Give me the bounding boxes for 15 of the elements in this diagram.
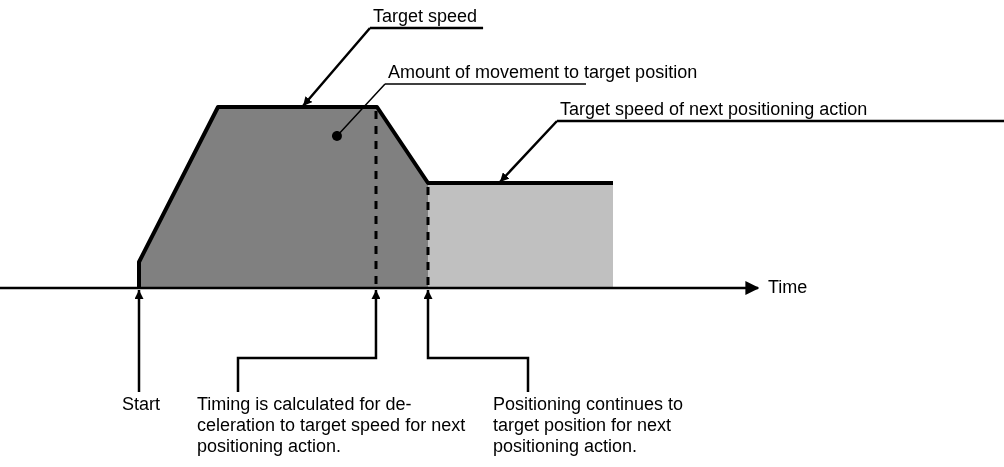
callout-label: Positioning continues to target position for next positioning action. bbox=[493, 394, 723, 457]
leader-arrow bbox=[236, 290, 381, 392]
callout-label: Timing is calculated for de- celeration to target speed for next positioning action. bbox=[197, 394, 467, 457]
leader-line bbox=[331, 83, 587, 141]
leader-arrow bbox=[423, 290, 530, 392]
callout-label: Target speed of next positioning action bbox=[560, 99, 868, 120]
next-speed-area bbox=[428, 183, 613, 288]
callout-label: Start bbox=[122, 394, 160, 415]
leader-arrow bbox=[301, 26, 485, 108]
axis-label: Time bbox=[768, 277, 808, 298]
leader-arrow bbox=[134, 290, 144, 392]
leader-arrow bbox=[498, 119, 1004, 184]
callout-label: Target speed bbox=[373, 6, 478, 27]
movement-area bbox=[139, 107, 428, 288]
callout-label: Amount of movement to target position bbox=[388, 62, 698, 83]
